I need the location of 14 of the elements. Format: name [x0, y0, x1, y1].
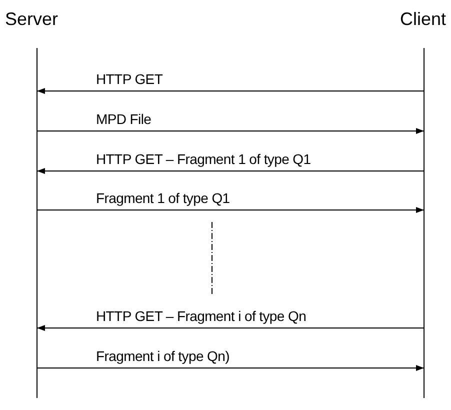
message-label: Fragment 1 of type Q1 [96, 190, 230, 206]
message-label: Fragment i of type Qn) [96, 348, 230, 364]
participant-label: Server [5, 8, 58, 30]
arrow [36, 168, 424, 174]
message-label: MPD File [96, 111, 152, 127]
arrow [36, 88, 424, 94]
message-label: HTTP GET [96, 71, 163, 87]
arrow [36, 325, 424, 331]
message-label: HTTP GET – Fragment 1 of type Q1 [96, 151, 311, 167]
arrow [36, 365, 424, 371]
participant-label: Client [400, 8, 446, 30]
arrow [36, 128, 424, 134]
arrow [36, 207, 424, 213]
message-label: HTTP GET – Fragment i of type Qn [96, 308, 306, 324]
